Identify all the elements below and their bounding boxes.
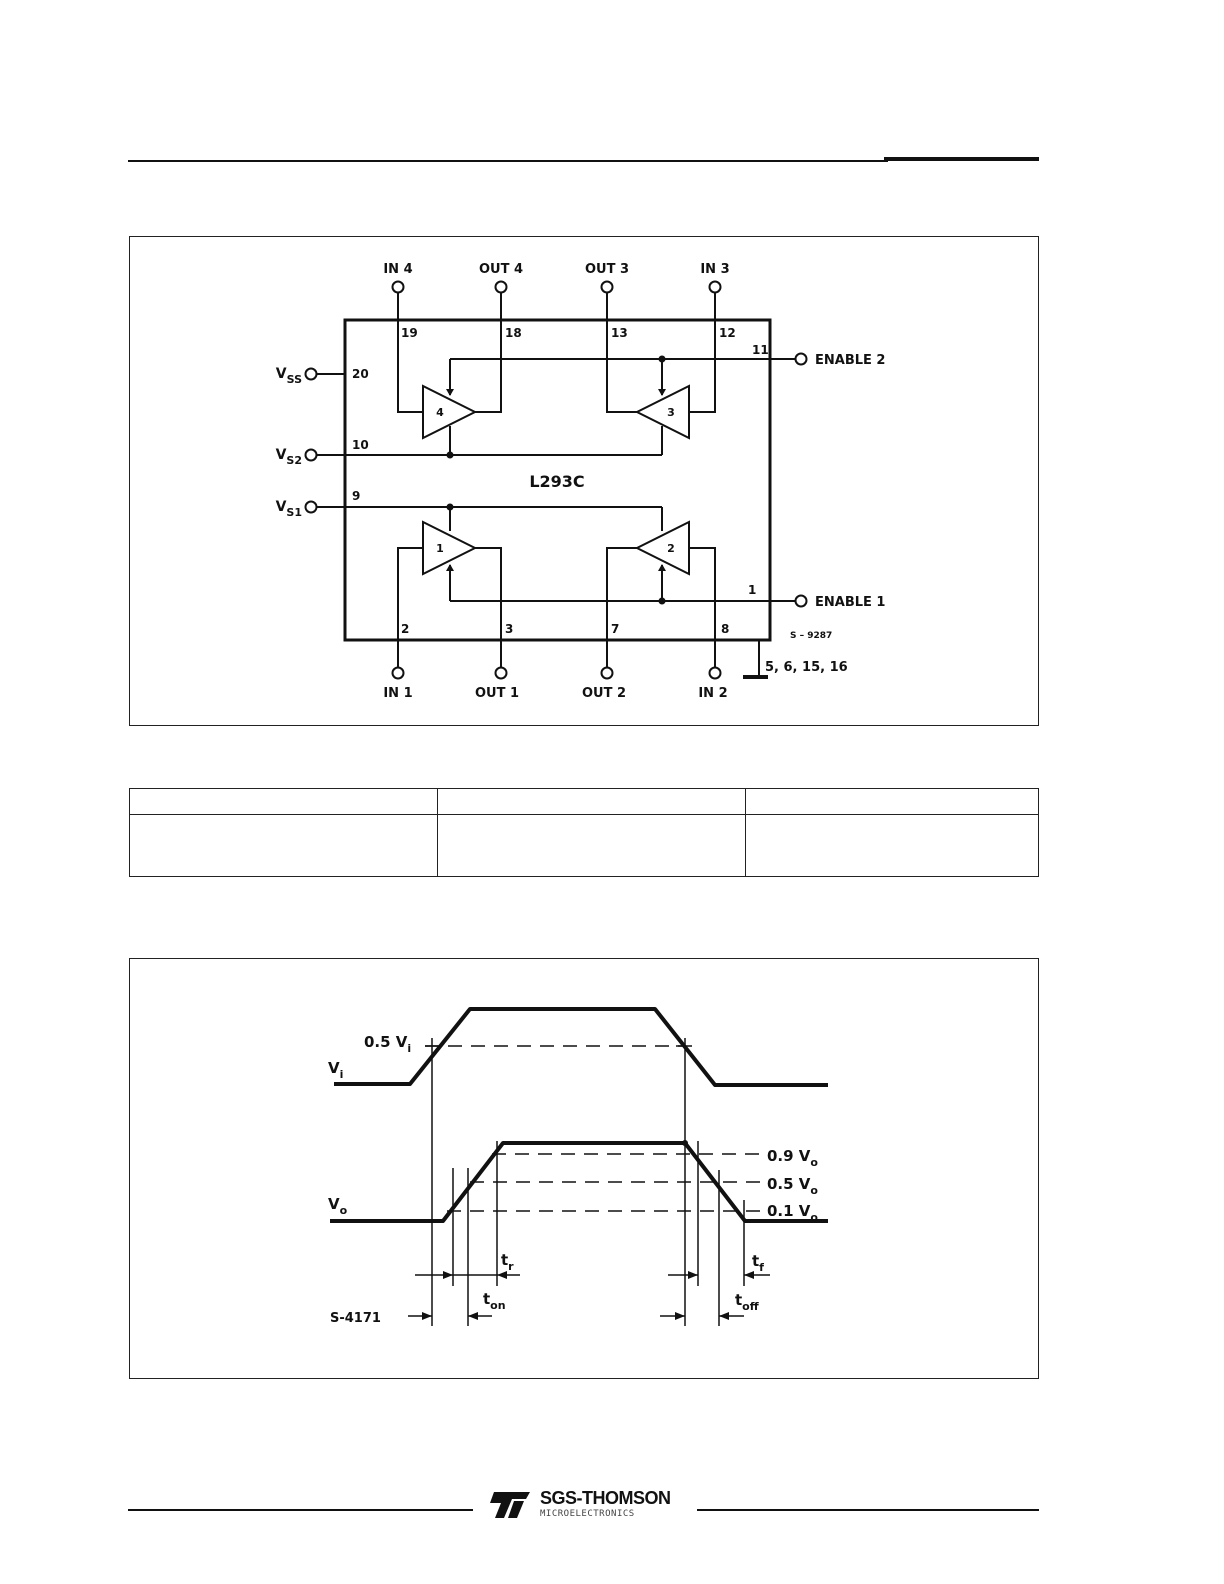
ground-pins-label: 5, 6, 15, 16 bbox=[765, 660, 848, 675]
tf-label: tf bbox=[752, 1252, 764, 1274]
supply-vs1: VS1 bbox=[276, 499, 302, 519]
top-label-out4: OUT 4 bbox=[479, 262, 523, 277]
level-0-5-vo: 0.5 Vo bbox=[767, 1175, 818, 1197]
pin-18: 18 bbox=[505, 326, 522, 340]
footer-logo: SGS-THOMSON MICROELECTRONICS bbox=[486, 1488, 686, 1524]
footer-tagline: MICROELECTRONICS bbox=[540, 1509, 635, 1519]
level-0-1-vo: 0.1 Vo bbox=[767, 1202, 818, 1224]
table-cell bbox=[437, 814, 746, 877]
enable-2-label: ENABLE 2 bbox=[815, 353, 885, 368]
driver-1-number: 1 bbox=[436, 542, 444, 555]
st-logo-icon bbox=[490, 1492, 530, 1518]
table-cell bbox=[129, 814, 438, 877]
pin-connection-panel bbox=[129, 236, 1039, 726]
diagram-code: S – 9287 bbox=[790, 631, 832, 641]
tr-label: tr bbox=[501, 1251, 514, 1273]
pin-2: 2 bbox=[401, 622, 409, 636]
enable-1-label: ENABLE 1 bbox=[815, 595, 885, 610]
level-0-9-vo: 0.9 Vo bbox=[767, 1147, 818, 1169]
supply-vss: VSS bbox=[276, 366, 302, 386]
vo-waveform bbox=[330, 1141, 828, 1223]
header-rule bbox=[128, 160, 888, 162]
footer-rule-left bbox=[128, 1509, 473, 1511]
pin-1: 1 bbox=[748, 583, 756, 597]
pin-9: 9 bbox=[352, 489, 360, 503]
vi-waveform bbox=[334, 1007, 828, 1087]
pin-13: 13 bbox=[611, 326, 628, 340]
pin-8: 8 bbox=[721, 622, 729, 636]
bottom-label-out2: OUT 2 bbox=[582, 686, 626, 701]
pin-12: 12 bbox=[719, 326, 736, 340]
chip-label: L293C bbox=[529, 472, 584, 491]
top-pin-stubs bbox=[397, 292, 716, 320]
top-label-in4: IN 4 bbox=[383, 262, 412, 277]
empty-table bbox=[129, 788, 1039, 877]
bottom-label-out1: OUT 1 bbox=[475, 686, 519, 701]
ton-label: ton bbox=[483, 1290, 506, 1312]
footer-brand: SGS-THOMSON bbox=[540, 1488, 671, 1508]
chip-body bbox=[343, 318, 772, 642]
bottom-label-in1: IN 1 bbox=[383, 686, 412, 701]
switching-timing-panel bbox=[129, 958, 1039, 1379]
pin-11: 11 bbox=[752, 343, 769, 357]
table-cell bbox=[745, 814, 1039, 877]
toff-label: toff bbox=[735, 1291, 759, 1313]
driver-2-number: 2 bbox=[667, 542, 675, 555]
top-label-out3: OUT 3 bbox=[585, 262, 629, 277]
pin-10: 10 bbox=[352, 438, 369, 452]
supply-vs2: VS2 bbox=[276, 447, 302, 467]
pin-19: 19 bbox=[401, 326, 418, 340]
top-label-in3: IN 3 bbox=[700, 262, 729, 277]
pin-3: 3 bbox=[505, 622, 513, 636]
pin-7: 7 bbox=[611, 622, 619, 636]
vo-label: Vo bbox=[328, 1195, 348, 1217]
half-vi-label: 0.5 Vi bbox=[364, 1033, 411, 1055]
footer-rule-right bbox=[697, 1509, 1039, 1511]
driver-3-number: 3 bbox=[667, 406, 675, 419]
pin-20: 20 bbox=[352, 367, 369, 381]
header-rule-thick bbox=[884, 157, 1039, 161]
vi-label: Vi bbox=[328, 1059, 343, 1081]
bottom-label-in2: IN 2 bbox=[698, 686, 727, 701]
timing-code: S-4171 bbox=[330, 1311, 381, 1326]
driver-4-number: 4 bbox=[436, 406, 444, 419]
bottom-pin-stubs bbox=[397, 640, 716, 668]
